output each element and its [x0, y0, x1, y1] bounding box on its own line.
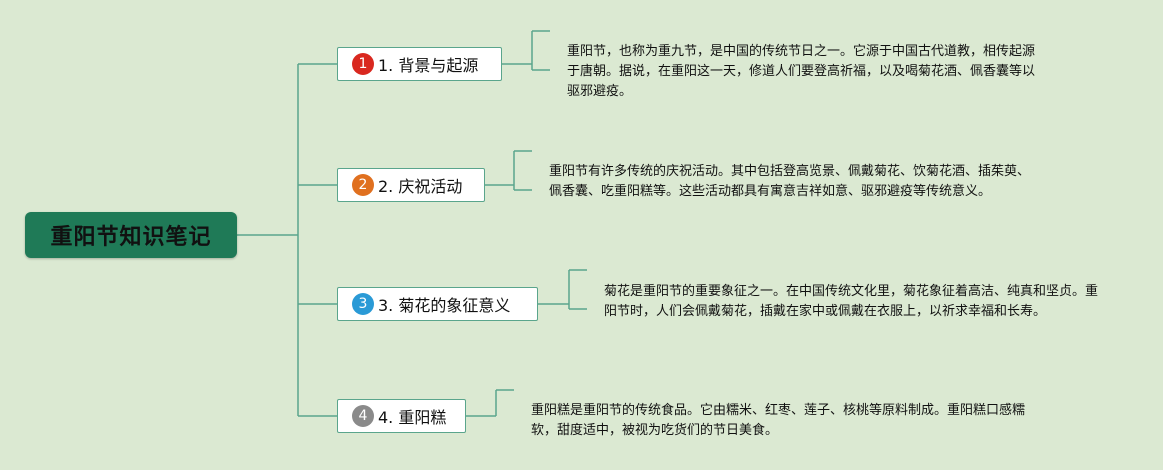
branch-node-2[interactable]: 2 2. 庆祝活动 [337, 168, 485, 202]
number-badge-icon: 1 [352, 53, 374, 75]
number-badge-icon: 4 [352, 405, 374, 427]
note-text-1: 重阳节，也称为重九节，是中国的传统节日之一。它源于中国古代道教，相传起源于唐朝。… [567, 44, 1036, 99]
note-connector-1 [502, 30, 550, 71]
root-title: 重阳节知识笔记 [50, 225, 212, 250]
note-text-2: 重阳节有许多传统的庆祝活动。其中包括登高览景、佩戴菊花、饮菊花酒、插茱萸、佩香囊… [549, 164, 1031, 199]
branch-node-3[interactable]: 3 3. 菊花的象征意义 [337, 287, 538, 321]
root-node[interactable]: 重阳节知识笔记 [25, 212, 237, 258]
branch-node-1[interactable]: 1 1. 背景与起源 [337, 47, 502, 81]
branch-label: 2. 庆祝活动 [378, 177, 463, 196]
note-connector-2 [485, 150, 532, 191]
branch-label: 4. 重阳糕 [378, 408, 447, 427]
note-text-4: 重阳糕是重阳节的传统食品。它由糯米、红枣、莲子、核桃等原料制成。重阳糕口感糯软，… [531, 403, 1026, 438]
branch-label: 1. 背景与起源 [378, 56, 479, 75]
note-text-3: 菊花是重阳节的重要象征之一。在中国传统文化里，菊花象征着高洁、纯真和坚贞。重阳节… [604, 284, 1099, 319]
branch-label: 3. 菊花的象征意义 [378, 296, 511, 315]
number-badge-icon: 2 [352, 174, 374, 196]
number-badge-icon: 3 [352, 293, 374, 315]
note-connector-3 [538, 269, 587, 310]
note-connector-4 [466, 389, 514, 417]
branch-node-4[interactable]: 4 4. 重阳糕 [337, 399, 466, 433]
